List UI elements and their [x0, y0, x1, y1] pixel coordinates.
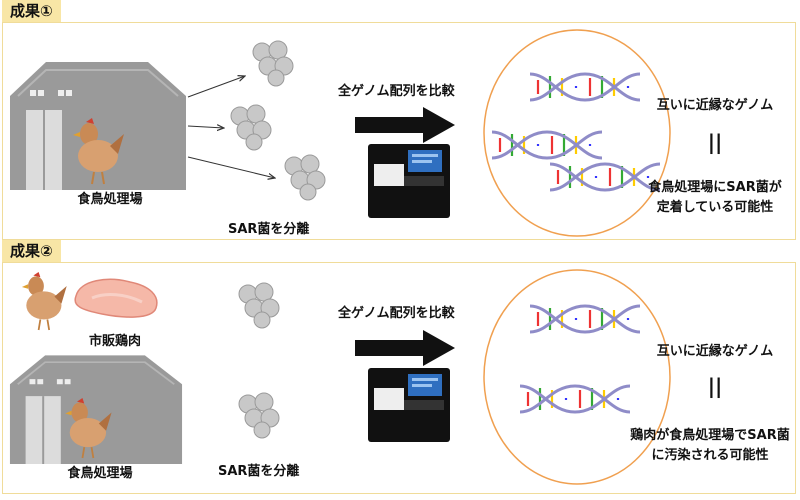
conclusion-line2-2: に汚染される可能性 — [651, 448, 769, 463]
bacteria-cluster-icon — [238, 392, 280, 439]
comparison-circle — [483, 269, 671, 485]
section-tag-1: 成果① — [2, 0, 61, 22]
compare-label-2: 全ゲノム配列を比較 — [338, 306, 455, 321]
barn-icon — [9, 355, 183, 464]
isolation-label-2: SAR菌を分離 — [218, 464, 300, 479]
chicken-icon — [73, 118, 124, 185]
big-arrow-icon — [355, 330, 455, 366]
dna-helix-icon — [491, 130, 603, 160]
result-title-2: 互いに近縁なゲノム — [656, 344, 774, 359]
isolation-label-1: SAR菌を分離 — [228, 222, 310, 237]
bacteria-cluster-icon — [252, 40, 294, 87]
chicken-icon — [21, 272, 67, 331]
compare-label-1: 全ゲノム配列を比較 — [338, 84, 455, 99]
sequencer-icon — [368, 368, 450, 442]
dna-helix-icon — [549, 162, 661, 192]
meat-label: 市販鶏肉 — [88, 334, 141, 349]
conclusion-line1-1: 食鳥処理場にSAR菌が — [648, 180, 782, 195]
sequencer-icon — [368, 144, 450, 218]
dna-helix-icon — [529, 304, 641, 334]
chicken-icon — [65, 398, 112, 459]
bacteria-cluster-icon — [238, 282, 280, 329]
equals-symbol-2: || — [707, 374, 723, 398]
big-arrow-icon — [355, 107, 455, 143]
dna-helix-icon — [529, 72, 641, 102]
equals-symbol-1: || — [707, 130, 723, 154]
bacteria-cluster-icon — [284, 154, 326, 201]
facility-label-1: 食鳥処理場 — [77, 192, 143, 207]
facility-label-2: 食鳥処理場 — [67, 466, 133, 481]
dna-helix-icon — [519, 384, 631, 414]
meat-icon — [74, 278, 158, 318]
barn-icon — [10, 62, 186, 190]
section-tag-2: 成果② — [2, 240, 61, 262]
conclusion-line1-2: 鶏肉が食鳥処理場でSAR菌 — [630, 428, 790, 443]
bacteria-cluster-icon — [230, 104, 272, 151]
conclusion-line2-1: 定着している可能性 — [656, 200, 774, 215]
result-title-1: 互いに近縁なゲノム — [656, 98, 774, 113]
